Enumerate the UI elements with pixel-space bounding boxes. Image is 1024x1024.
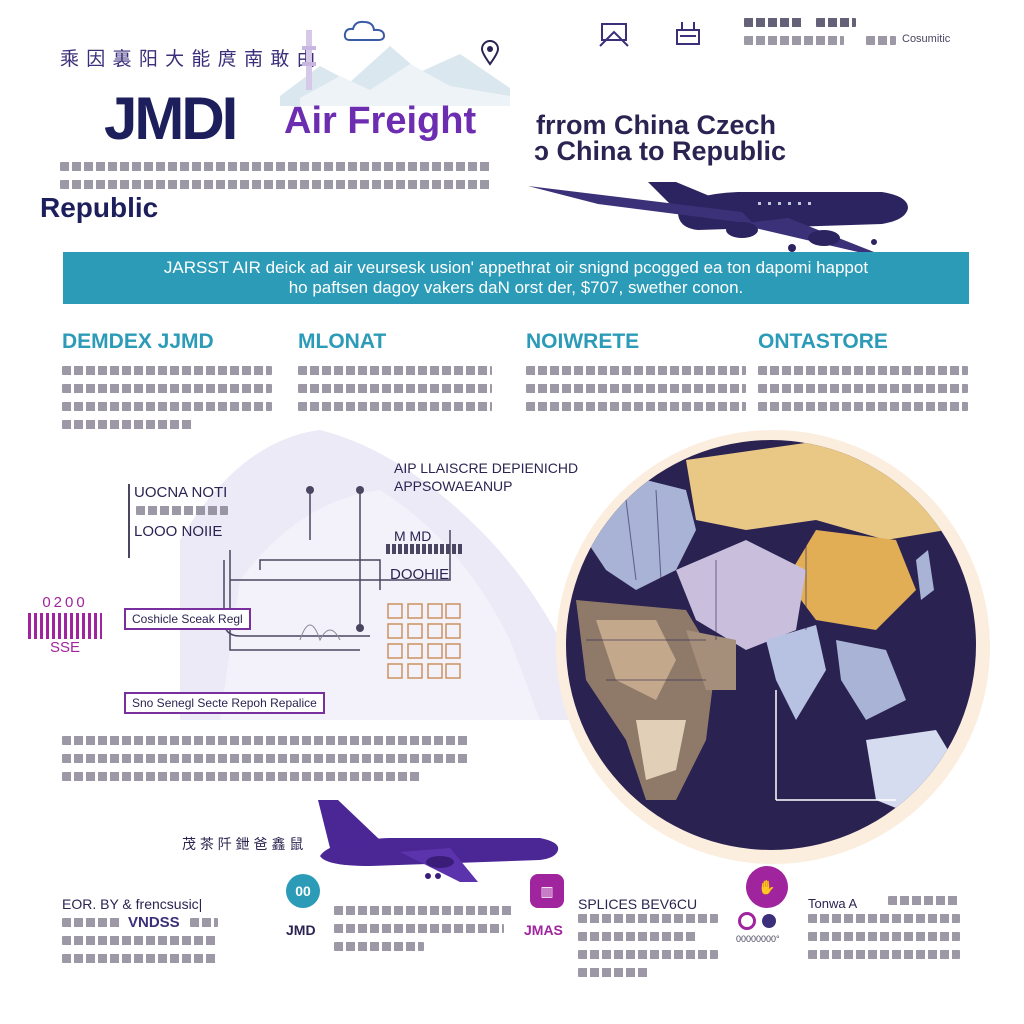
- mountain-illustration: [280, 30, 510, 106]
- text-line: [62, 402, 272, 411]
- text-line: [136, 506, 228, 515]
- footer-mid-cjk: 茂 茶 阡 鉪 爸 鑫 鼠: [182, 836, 304, 852]
- diagram-box-mid-subtitle: DOOHIE: [390, 566, 450, 583]
- counter-value: 0200: [42, 594, 88, 611]
- text-line: [62, 754, 468, 763]
- text-line: [744, 18, 804, 27]
- top-cjk-title: 乘 因 裏 阳 大 能 庹 南 敢 由: [60, 49, 317, 70]
- diagram-box-left: UOCNA NOTI LOOO NOIIE: [128, 484, 232, 558]
- text-line: [334, 906, 514, 915]
- footer-left-logo: VNDSS: [128, 914, 180, 931]
- barcode-stripe: [386, 544, 464, 554]
- text-line: [298, 384, 492, 393]
- counter-widget: 0200 SSE: [28, 594, 102, 664]
- text-line: [334, 924, 504, 933]
- diagram-box-left-subtitle: LOOO NOIIE: [134, 523, 223, 540]
- world-map-landmass: [576, 440, 966, 820]
- text-line: [744, 36, 844, 45]
- column-title-3: NOIWRETE: [526, 330, 640, 353]
- text-line: [62, 772, 422, 781]
- hand-cargo-icon: ✋: [746, 866, 788, 908]
- text-line: [758, 384, 968, 393]
- diagram-header1: AIP LLAISCRE DEPIENICHD: [394, 460, 579, 476]
- counter-bars: [28, 613, 102, 639]
- text-line: [62, 736, 468, 745]
- text-line: [578, 968, 648, 977]
- text-line: [758, 366, 968, 375]
- badge-dot-icon: [762, 914, 776, 928]
- flow-connectors: [223, 486, 451, 651]
- column-title-1: DEMDEX JJMD: [62, 330, 214, 353]
- flow-label-pill-2: Sno Senegl Secte Repoh Repalice: [124, 692, 325, 714]
- diagram-box-mid-title: M MD: [394, 528, 432, 544]
- text-line: [526, 384, 746, 393]
- map-label-sub: SS: [790, 826, 807, 840]
- diagram-header2: APPSOWAEANUP: [394, 478, 513, 494]
- text-line: [60, 162, 490, 171]
- text-line: [578, 932, 698, 941]
- splices-title: SPLICES BEV6CU: [578, 896, 698, 912]
- map-label: AIR FREIGUNEE: [748, 808, 865, 825]
- jmd-label: JMD: [286, 922, 316, 938]
- right-title: Tonwa A: [808, 896, 858, 911]
- text-line: [888, 896, 960, 905]
- text-line: [62, 954, 218, 963]
- text-line: [62, 384, 272, 393]
- counter-label: SSE: [49, 639, 80, 656]
- text-line: [808, 914, 960, 923]
- republic-heading: Republic: [40, 192, 159, 223]
- text-line: [62, 366, 272, 375]
- route-title-line1: frrom China Czech: [536, 110, 777, 140]
- text-line: [866, 36, 896, 45]
- brand-subtitle: Air Freight: [284, 100, 477, 142]
- icon-grid: [387, 603, 461, 679]
- flow-label-pill-1: Coshicle Sceak Regl: [124, 608, 251, 630]
- jmd-logo-icon: 00: [286, 874, 320, 908]
- text-line: [62, 420, 192, 429]
- brand-logo: JMDI: [104, 85, 238, 152]
- column-title-4: ONTASTORE: [758, 330, 888, 353]
- text-line: [816, 18, 856, 27]
- jmas-label: JMAS: [524, 922, 563, 938]
- text-line: [526, 366, 746, 375]
- text-line: [578, 914, 718, 923]
- text-line: [60, 180, 490, 189]
- jmas-building-icon: ▥: [530, 874, 564, 908]
- text-line: [758, 402, 968, 411]
- package-box-icon: [676, 22, 700, 45]
- text-line: [298, 402, 492, 411]
- route-title-line2: ɔ China to Republic: [534, 136, 787, 166]
- text-line: [808, 950, 960, 959]
- footer-left-title: EOR. BY & frencsusic|: [62, 896, 203, 912]
- cargo-truck-icon: [599, 23, 629, 47]
- airplane-purple-illustration: [318, 800, 559, 882]
- column-title-2: MLONAT: [298, 330, 387, 353]
- location-pin-icon: [480, 40, 500, 66]
- banner-line2: ho paftsen dagoy vakers daN orst der, $7…: [288, 278, 744, 297]
- world-map-globe: [566, 440, 976, 850]
- text-line: [808, 932, 960, 941]
- info-banner: JARSST AIR deick ad air veursesk usion' …: [63, 252, 969, 304]
- badge-ring-icon: [738, 912, 756, 930]
- diagram-box-mid: M MD DOOHIE: [386, 528, 464, 588]
- text-line: [578, 950, 718, 959]
- text-line: [62, 936, 218, 945]
- right-badge-text: 00000000°: [736, 934, 780, 944]
- text-line: [190, 918, 218, 927]
- cloud-icon: [343, 20, 386, 41]
- diagram-box-left-title: UOCNA NOTI: [134, 484, 228, 501]
- top-right-label: Cosumitic: [902, 33, 951, 45]
- text-line: [62, 918, 122, 927]
- text-line: [334, 942, 424, 951]
- airplane-illustration: [528, 182, 908, 252]
- text-line: [526, 402, 746, 411]
- banner-line1: JARSST AIR deick ad air veursesk usion' …: [163, 258, 869, 277]
- text-line: [298, 366, 492, 375]
